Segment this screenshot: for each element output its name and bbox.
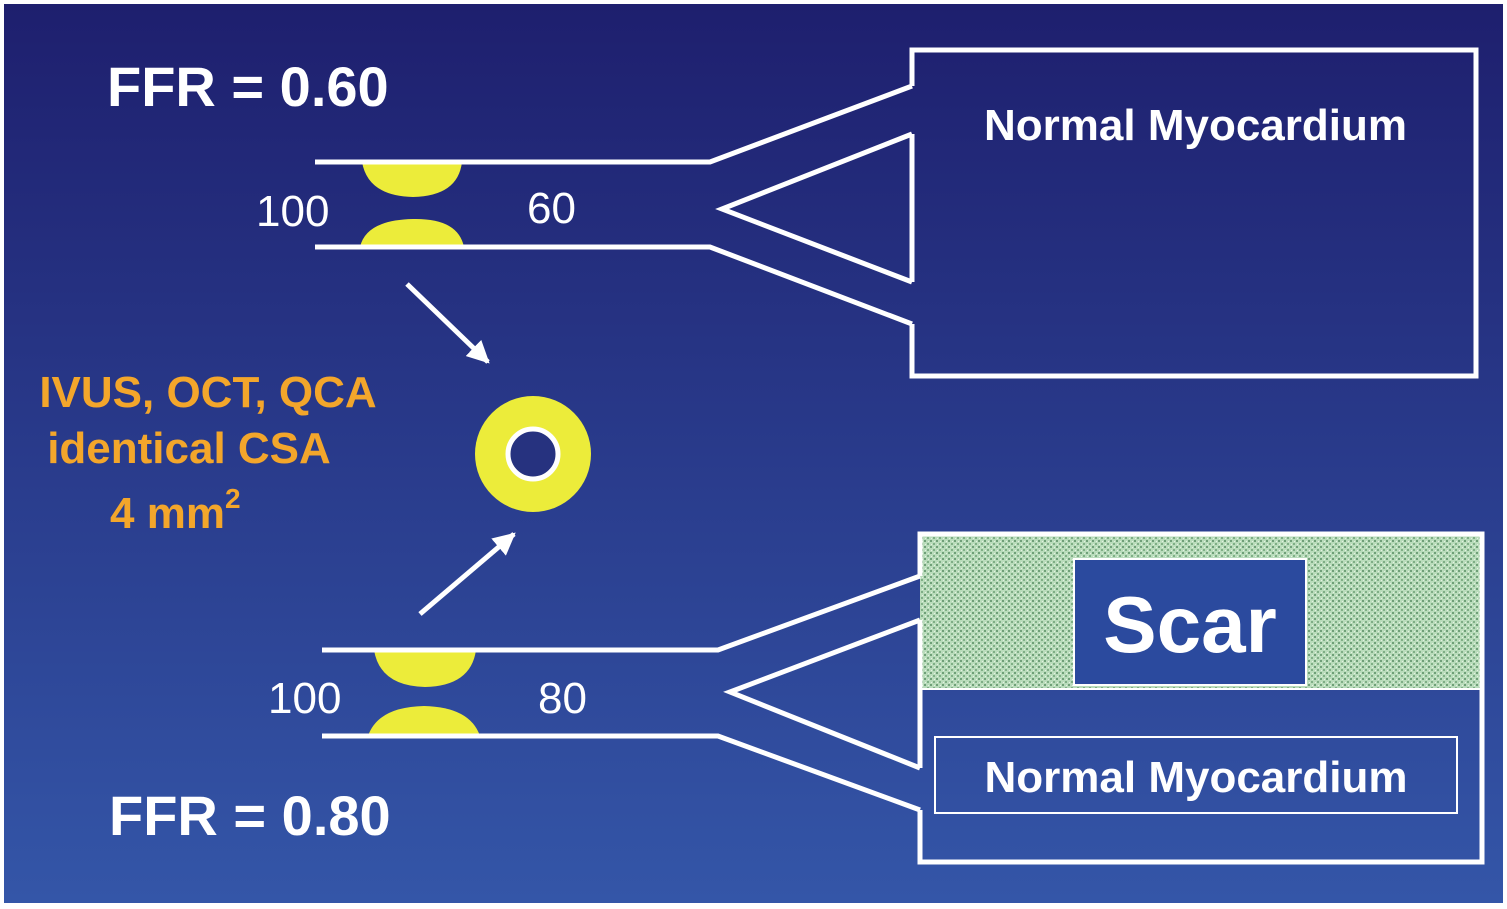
top-territory-label: Normal Myocardium [984,101,1407,150]
bottom-pressure-proximal: 100 [268,674,341,723]
top-pressure-proximal: 100 [256,187,329,236]
bottom-territory-box [917,531,1485,865]
top-plaque-lower [360,218,464,247]
top-pressure-distal: 60 [527,184,576,233]
bottom-plaque-upper [374,650,476,687]
top-territory-box [909,47,1479,379]
arrow-from-bottom-stenosis [418,532,516,616]
scar-label: Scar [1103,580,1276,669]
bottom-vessel [322,573,921,813]
top-vessel [315,83,913,327]
bottom-territory-label-box [934,736,1458,814]
bottom-territory-label: Normal Myocardium [985,753,1408,802]
imaging-line-1: IVUS, OCT, QCA [39,368,376,417]
bottom-pressure-distal: 80 [538,674,587,723]
top-ffr-label: FFR = 0.60 [107,55,389,118]
scar-label-box [1073,558,1307,686]
imaging-csa-value: 4 mm [110,489,225,538]
top-plaque-upper [362,162,462,197]
imaging-line-3: 4 mm2 [110,483,241,538]
imaging-csa-superscript: 2 [225,483,241,514]
slide-panel [4,4,1503,903]
imaging-line-2: identical CSA [47,424,331,473]
lumen-cross-section-hole [505,426,561,482]
arrow-from-top-stenosis [405,282,490,364]
bottom-ffr-label: FFR = 0.80 [109,784,391,847]
bottom-plaque-lower [368,706,480,736]
